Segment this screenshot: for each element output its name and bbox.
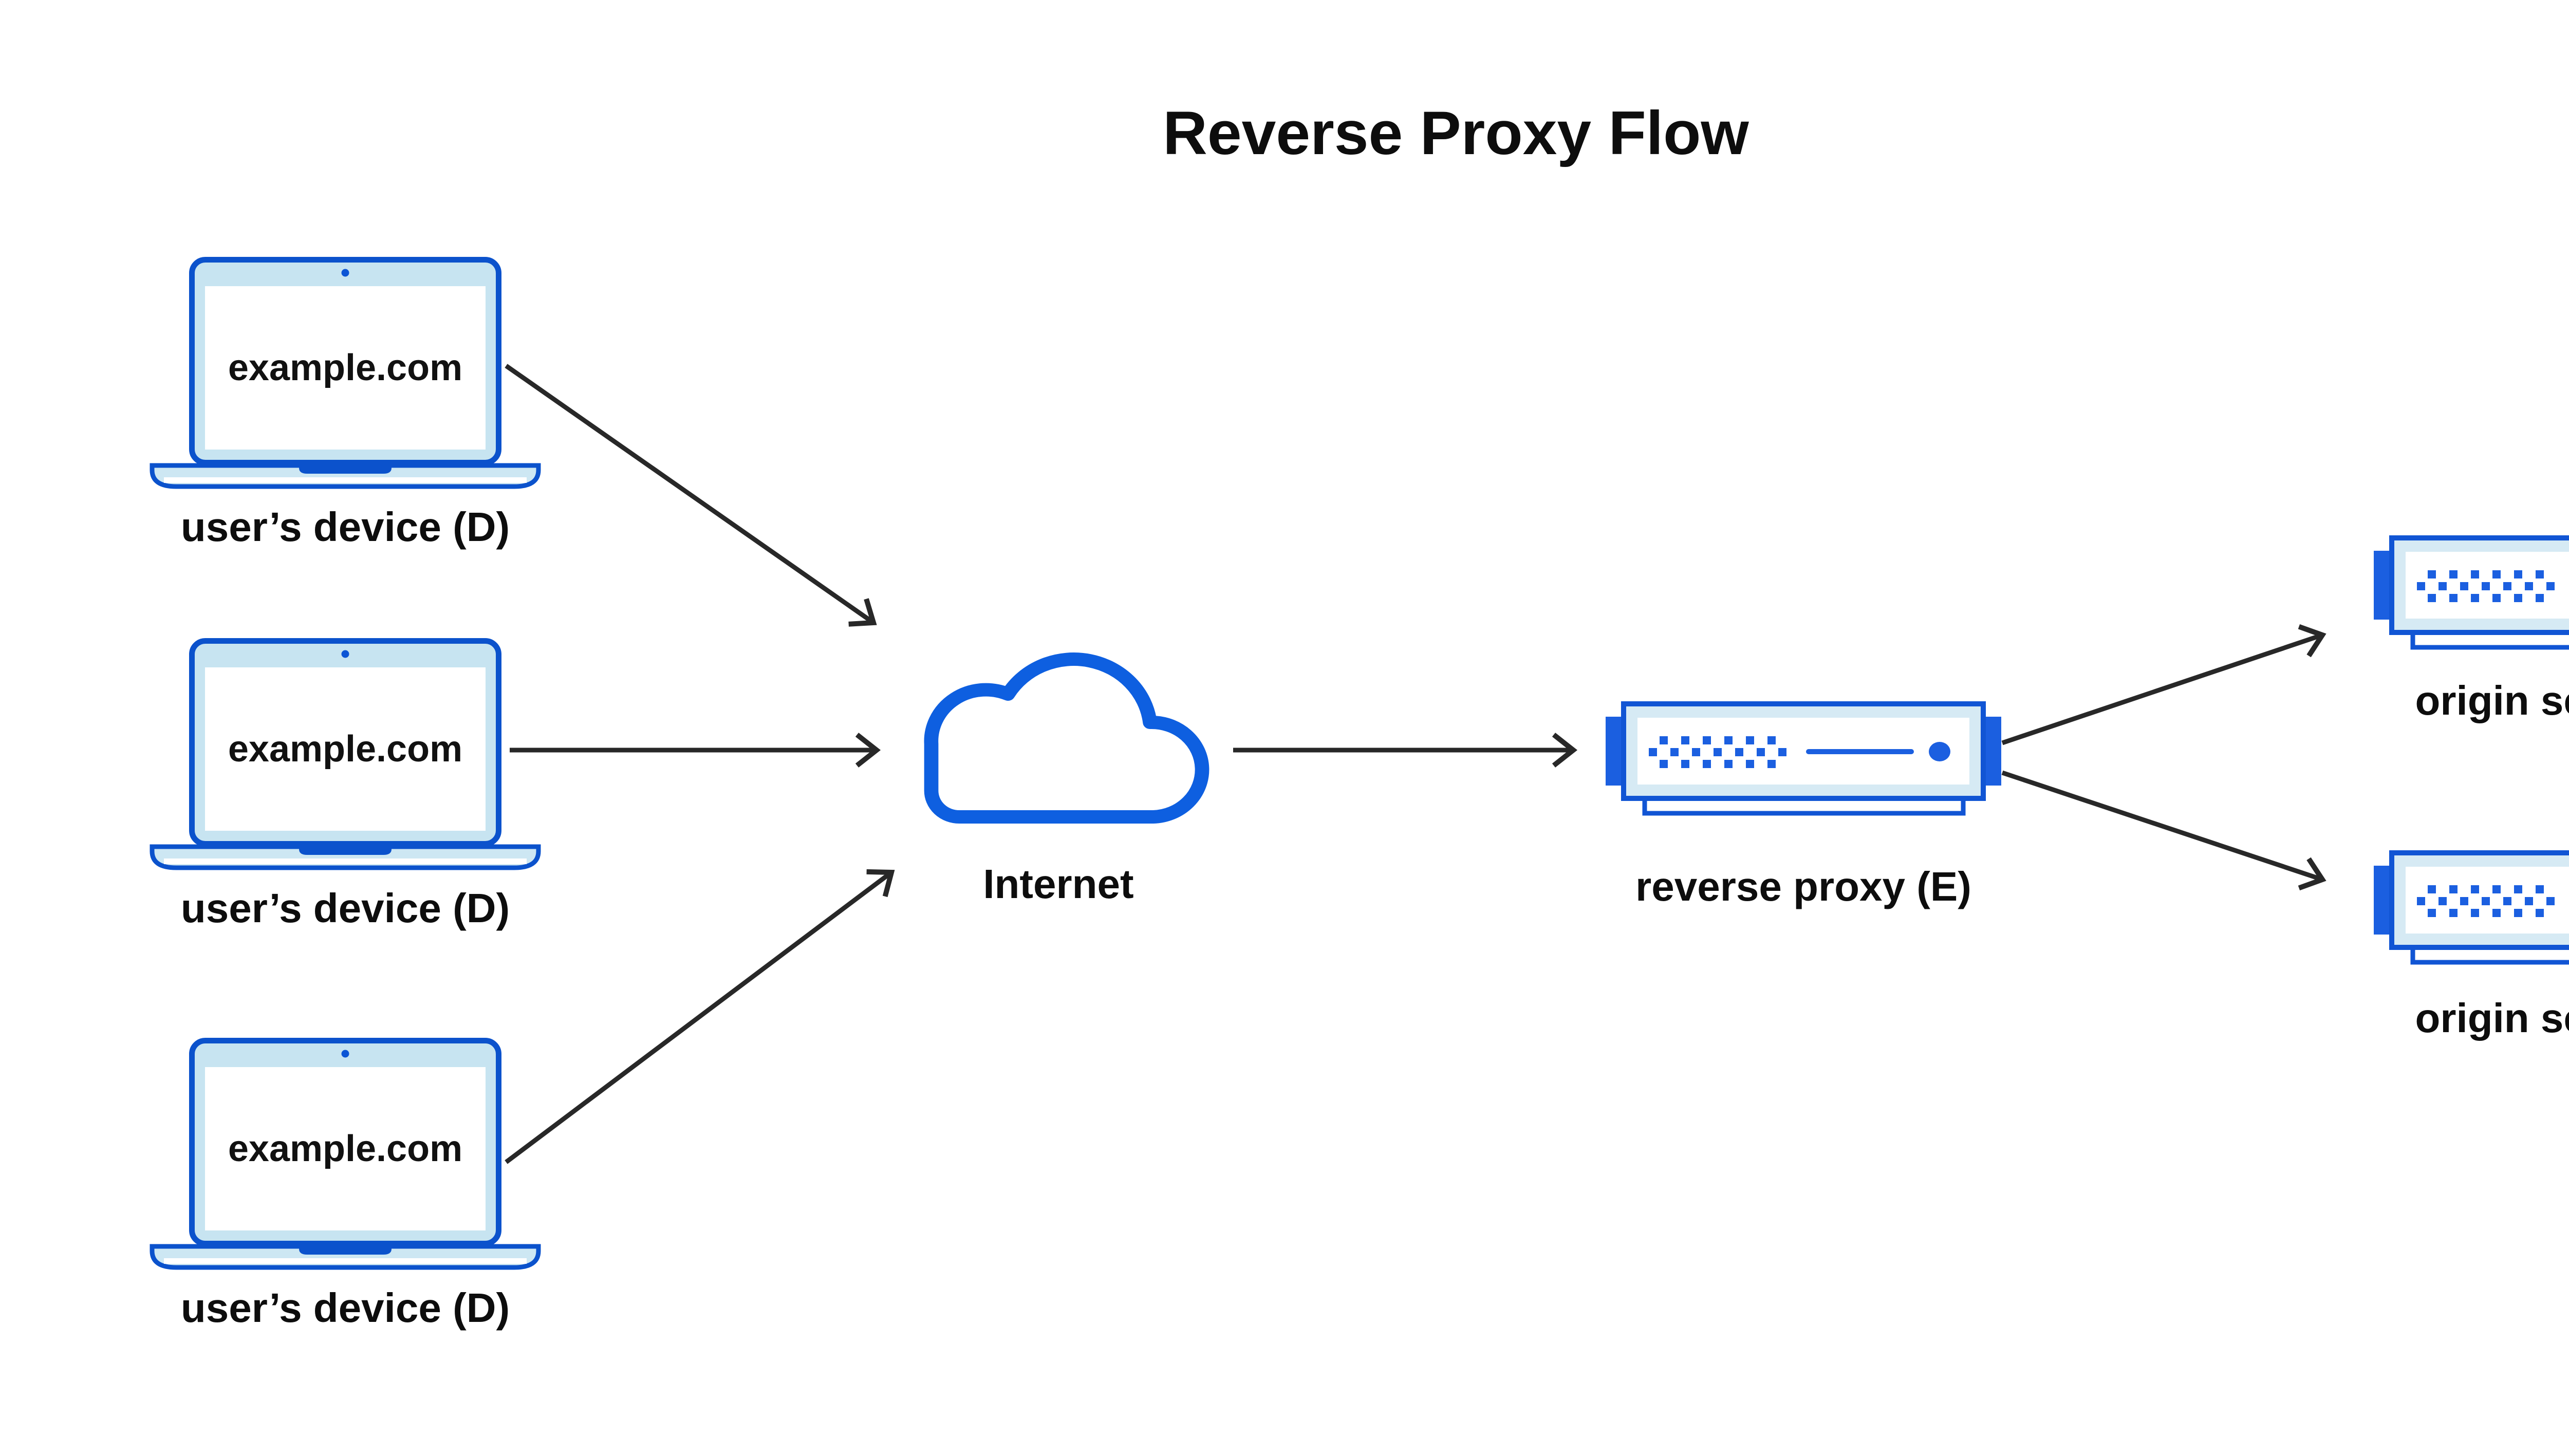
arrow-proxy-origin1 bbox=[2001, 624, 2326, 745]
origin-caption: origin server (F) bbox=[2415, 995, 2569, 1041]
cloud-icon bbox=[924, 652, 1209, 824]
device-caption: user’s device (D) bbox=[180, 885, 510, 931]
device-screen-text: example.com bbox=[228, 347, 463, 388]
proxy-caption: reverse proxy (E) bbox=[1635, 864, 1971, 909]
arrow-proxy-origin2 bbox=[2001, 770, 2326, 891]
device-caption: user’s device (D) bbox=[180, 1285, 510, 1331]
origin-caption: origin server (F) bbox=[2415, 678, 2569, 723]
server-icon bbox=[1606, 701, 2001, 820]
node-user-device-2: example.com user’s device (D) bbox=[147, 638, 543, 936]
node-origin-server-2: origin server (F) bbox=[2374, 850, 2569, 1066]
device-screen-text: example.com bbox=[228, 729, 463, 770]
node-user-device-3: example.com user’s device (D) bbox=[147, 1038, 543, 1336]
internet-caption: Internet bbox=[983, 861, 1134, 907]
arrow-device3-internet bbox=[505, 869, 895, 1164]
server-icon bbox=[2374, 850, 2569, 969]
arrow-device1-internet bbox=[505, 364, 877, 627]
device-screen-text: example.com bbox=[228, 1128, 463, 1169]
node-internet: Internet bbox=[894, 637, 1223, 925]
node-origin-server-1: origin server (F) bbox=[2374, 535, 2569, 751]
diagram-title: Reverse Proxy Flow bbox=[1163, 99, 1749, 167]
node-reverse-proxy: reverse proxy (E) bbox=[1606, 701, 2001, 917]
node-user-device-1: example.com user’s device (D) bbox=[147, 257, 543, 555]
device-caption: user’s device (D) bbox=[180, 504, 510, 550]
server-icon bbox=[2374, 535, 2569, 655]
